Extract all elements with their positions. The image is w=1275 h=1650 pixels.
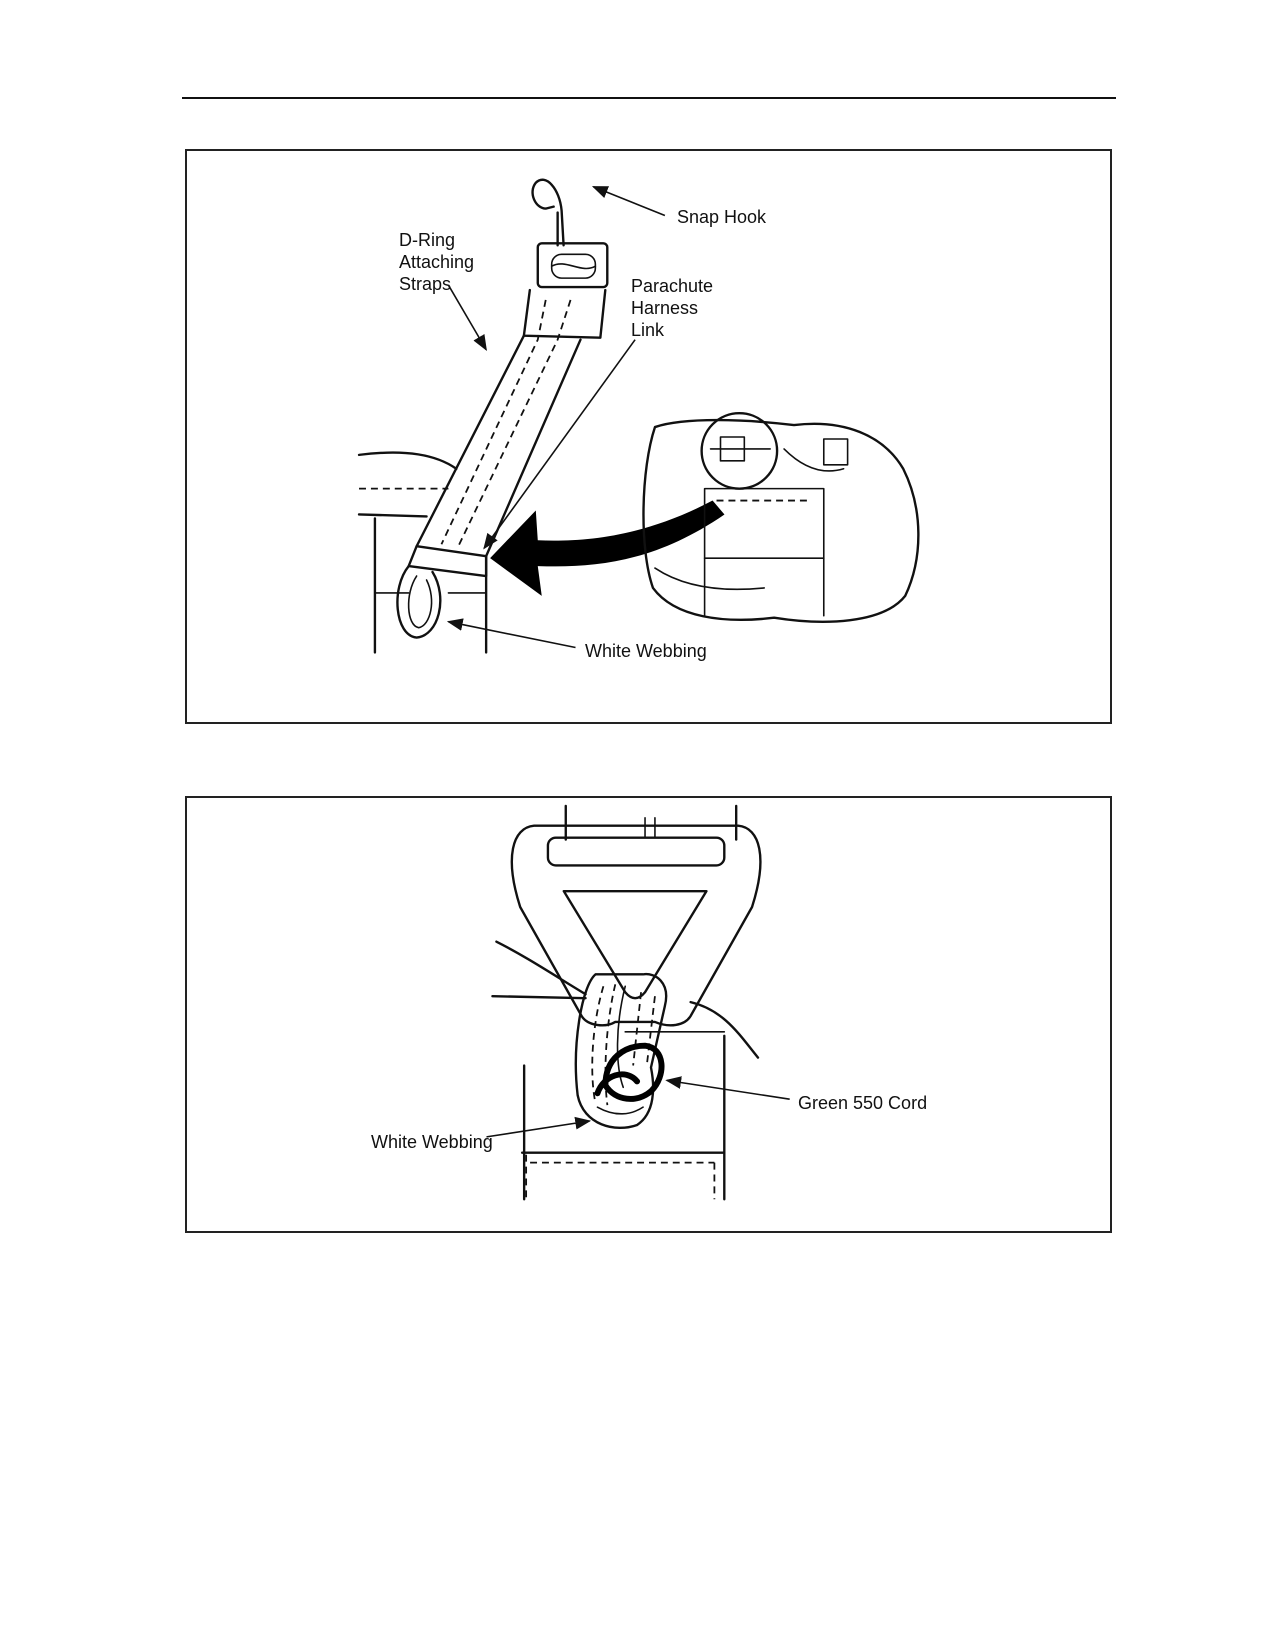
strap-top-drawing bbox=[564, 804, 738, 841]
green-cord-drawing bbox=[602, 1042, 665, 1102]
d-ring-drawing bbox=[510, 824, 762, 1027]
white-webbing-leader-2 bbox=[486, 1116, 592, 1138]
d-ring-strap-drawing bbox=[396, 288, 607, 639]
d-ring-straps-leader bbox=[447, 284, 487, 351]
curved-arrow-icon bbox=[490, 500, 725, 596]
webbing-loop-drawing bbox=[574, 973, 668, 1129]
white-webbing-label-1: White Webbing bbox=[585, 641, 707, 661]
d-ring-strap-illustration bbox=[357, 178, 920, 654]
snap-hook-drawing bbox=[531, 178, 609, 289]
figure-d-ring-tie-detail: Green 550 Cord White Webbing bbox=[185, 796, 1112, 1233]
white-webbing-leader-1 bbox=[446, 618, 576, 649]
seat-background-drawing bbox=[491, 940, 760, 1201]
snap-hook-leader bbox=[591, 186, 666, 217]
d-ring-tie-illustration bbox=[486, 804, 790, 1201]
harness-link-leader bbox=[483, 339, 636, 550]
harness-link-label: Parachute Harness Link bbox=[631, 276, 714, 340]
green-cord-label: Green 550 Cord bbox=[798, 1093, 928, 1113]
green-cord-leader bbox=[665, 1076, 790, 1101]
figure-d-ring-strap-diagram: Snap Hook D-Ring Attaching Straps Parach… bbox=[185, 149, 1112, 724]
parachute-pack-drawing bbox=[642, 411, 920, 623]
d-ring-straps-label: D-Ring Attaching Straps bbox=[399, 230, 475, 294]
white-webbing-label-2: White Webbing bbox=[371, 1132, 493, 1152]
green-cord-tail bbox=[594, 1071, 641, 1097]
snap-hook-label: Snap Hook bbox=[677, 207, 767, 227]
header-rule bbox=[182, 97, 1116, 99]
seat-drawing bbox=[357, 451, 488, 654]
